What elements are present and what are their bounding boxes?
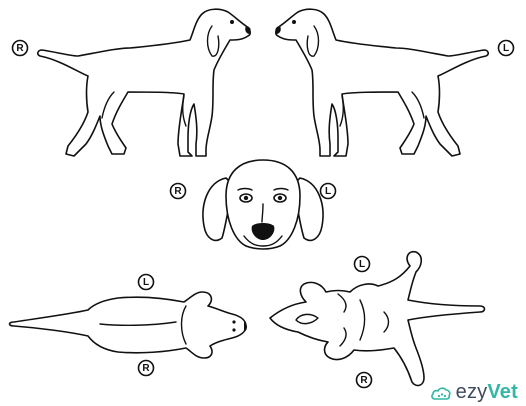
- marker-dorsal-left: L: [139, 275, 154, 290]
- marker-lateral-left: L: [499, 41, 514, 56]
- marker-head-right: R: [171, 184, 186, 199]
- dog-dorsal-view: [10, 292, 248, 358]
- marker-lateral-right: R: [13, 41, 28, 56]
- svg-text:L: L: [359, 259, 365, 270]
- logo-text: ezyVet: [456, 381, 518, 404]
- svg-text:L: L: [503, 43, 509, 54]
- marker-head-left: L: [321, 184, 336, 199]
- svg-text:R: R: [16, 43, 24, 54]
- dog-lateral-view-right-side: [38, 9, 251, 156]
- marker-ventral-right: R: [357, 373, 372, 388]
- marker-ventral-left: L: [355, 257, 370, 272]
- ezyvet-logo: ezyVet: [430, 381, 518, 404]
- svg-text:R: R: [174, 186, 182, 197]
- marker-dorsal-right: R: [139, 361, 154, 376]
- dog-head-frontal-view: [203, 160, 323, 249]
- svg-text:R: R: [142, 363, 150, 374]
- svg-text:L: L: [143, 277, 149, 288]
- svg-text:L: L: [325, 186, 331, 197]
- svg-text:R: R: [360, 375, 368, 386]
- cloud-paw-icon: [430, 385, 452, 401]
- dog-lateral-view-left-side: [275, 9, 488, 156]
- logo-text-main: ezy: [456, 381, 488, 403]
- logo-text-accent: Vet: [487, 381, 518, 403]
- dog-ventral-view: [270, 252, 485, 386]
